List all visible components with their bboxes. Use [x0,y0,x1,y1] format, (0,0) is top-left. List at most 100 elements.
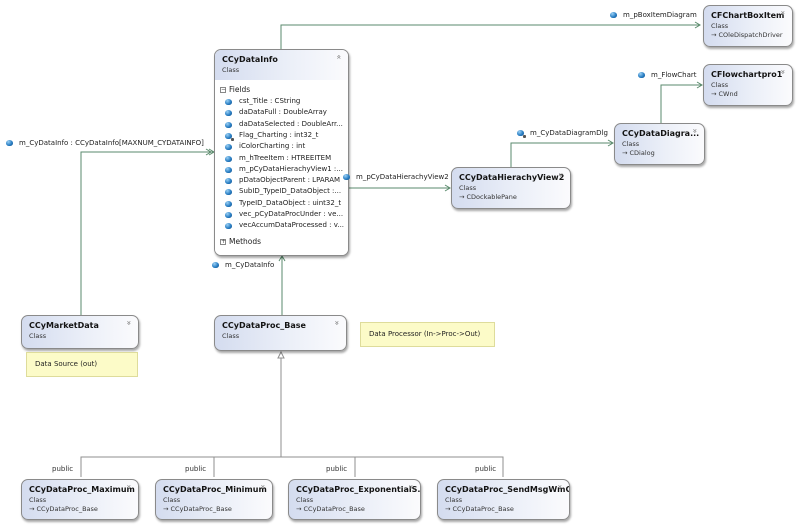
association-line-boxitem[interactable] [280,24,700,50]
expand-icon[interactable]: » [690,128,700,134]
inheritance-label: public [475,465,497,473]
fields-section-header[interactable]: −Fields [220,85,250,94]
field-row[interactable]: m_pCyDataHierachyView1 :... [223,165,347,176]
association-label-cydatainfo-array[interactable]: m_CyDataInfo : CCyDataInfo[MAXNUM_CYDATA… [6,139,204,147]
arrowhead-flowchart [696,81,703,89]
field-row[interactable]: daDataFull : DoubleArray [223,108,347,119]
expand-icon[interactable]: » [406,484,416,490]
class-name: CCyMarketData [29,321,99,330]
class-kind: Class [711,22,729,30]
class-header [215,50,348,80]
class-box-ccydataproc-base[interactable]: CCyDataProc_Base Class » [214,315,347,351]
field-icon [225,189,232,196]
protected-field-icon [517,130,526,138]
class-name: CCyDataDiagra... [622,129,700,138]
class-kind: Class [296,496,314,504]
field-icon [638,72,645,78]
field-text: vec_pCyDataProcUnder : ve... [239,210,344,218]
association-label-diagramdlg[interactable]: m_CyDataDiagramDlg [517,129,608,138]
association-label-hierachyview[interactable]: m_pCyDataHierachyView2 [343,173,449,181]
collapse-icon[interactable]: « [334,54,344,60]
note-text: Data Processor (In->Proc->Out) [369,330,481,338]
class-kind: Class [29,332,47,340]
class-box-ccydataproc-minimum[interactable]: CCyDataProc_Minimum Class → CCyDataProc_… [155,479,273,520]
inheritance-label: public [185,465,207,473]
association-line-diagramdlg[interactable] [510,142,613,167]
field-text: pDataObjectParent : LPARAM [239,176,341,185]
field-text: cst_Title : CString [239,97,301,105]
expand-icon[interactable]: » [332,320,342,326]
expand-section-icon[interactable]: + [220,238,227,245]
expand-icon[interactable]: » [778,69,788,75]
class-kind: Class [222,332,240,340]
association-label-cydatainfo-ptr[interactable]: m_CyDataInfo [212,261,274,269]
comment-note-data-processor[interactable]: Data Processor (In->Proc->Out) [360,322,495,347]
field-text: m_pCyDataHierachyView1 :... [239,164,343,173]
class-box-ccydatainfo[interactable]: CCyDataInfo Class « −Fields cst_Title : … [214,49,349,256]
methods-section-header[interactable]: +Methods [220,237,261,246]
expand-icon[interactable]: » [556,172,566,178]
association-label-flowchart[interactable]: m_FlowChart [638,71,697,79]
class-box-ccydatahierachyview2[interactable]: CCyDataHierachyView2 Class → CDockablePa… [451,167,571,209]
class-box-cfchartboxitem[interactable]: CFChartBoxItem Class → COleDispatchDrive… [703,5,793,47]
methods-label: Methods [229,237,262,246]
class-box-cflowchartpro1[interactable]: CFlowchartpro1 Class → CWnd » [703,64,793,106]
class-name: CCyDataProc_SendMsgWmC... [445,485,570,494]
field-row[interactable]: vec_pCyDataProcUnder : ve... [223,210,347,221]
collapse-section-icon[interactable]: − [220,86,227,93]
inheritance-line-bar[interactable] [80,456,504,477]
arrowhead-boxitem [694,21,701,29]
association-line-flowchart[interactable] [660,84,702,123]
class-box-ccydatadiagramdlg[interactable]: CCyDataDiagra... Class → CDialog » [614,123,705,165]
class-box-ccymarketdata[interactable]: CCyMarketData Class » [21,315,139,349]
field-row[interactable]: TypeID_DataObject : uint32_t [223,199,347,210]
field-row[interactable]: cst_Title : CString [223,97,347,108]
field-text: Flag_Charting : int32_t [239,130,319,139]
base-class: → CCyDataProc_Base [163,505,232,513]
class-box-ccydataproc-sendmsg[interactable]: CCyDataProc_SendMsgWmC... Class → CCyDat… [437,479,570,520]
field-text: m_hTreeItem : HTREEITEM [239,153,332,162]
field-text: daDataSelected : DoubleArr... [239,119,343,128]
field-icon [225,223,232,230]
class-name: CCyDataProc_Minimum [163,485,267,494]
field-row[interactable]: daDataSelected : DoubleArr... [223,120,347,131]
class-kind: Class [711,81,729,89]
association-line-cydatainfo-array[interactable] [80,151,214,315]
field-row[interactable]: vecAccumDataProcessed : v... [223,221,347,232]
expand-icon[interactable]: » [778,10,788,16]
inheritance-label: public [326,465,348,473]
arrowhead-cydatainfo-array-1 [205,148,212,156]
expand-icon[interactable]: » [258,484,268,490]
field-icon [212,262,219,268]
class-box-ccydataproc-maximum[interactable]: CCyDataProc_Maximum Class → CCyDataProc_… [21,479,139,520]
field-row[interactable]: SubID_TypeID_DataObject :... [223,187,347,198]
class-kind: Class [459,184,477,192]
base-class: → CDialog [622,149,655,157]
inheritance-label: public [52,465,74,473]
class-name: CCyDataHierachyView2 [459,173,565,182]
fields-label: Fields [229,85,251,94]
field-text: TypeID_DataObject : uint32_t [239,198,342,207]
field-icon [225,178,232,185]
base-class: → CCyDataProc_Base [29,505,98,513]
class-box-ccydataproc-exponential[interactable]: CCyDataProc_ExponentialS... Class → CCyD… [288,479,421,520]
expand-icon[interactable]: » [555,484,565,490]
class-name: CCyDataProc_Base [222,321,306,330]
field-row[interactable]: iColorCharting : int [223,142,347,153]
arrowhead-cydatainfo-ptr [278,255,286,262]
base-class: → CCyDataProc_Base [296,505,365,513]
class-name: CCyDataProc_Maximum [29,485,135,494]
expand-icon[interactable]: » [124,320,134,326]
field-text: daDataFull : DoubleArray [239,108,327,117]
base-class: → CDockablePane [459,193,517,201]
field-icon [225,99,232,105]
field-row[interactable]: m_hTreeItem : HTREEITEM [223,154,347,165]
expand-icon[interactable]: » [124,484,134,490]
field-icon [610,12,617,18]
field-row[interactable]: Flag_Charting : int32_t [223,131,347,142]
class-kind: Class [445,496,463,504]
association-label-boxitem[interactable]: m_pBoxItemDiagram [610,11,697,19]
comment-note-data-source[interactable]: Data Source (out) [26,352,138,377]
field-row[interactable]: pDataObjectParent : LPARAM [223,176,347,187]
field-icon [6,140,13,146]
